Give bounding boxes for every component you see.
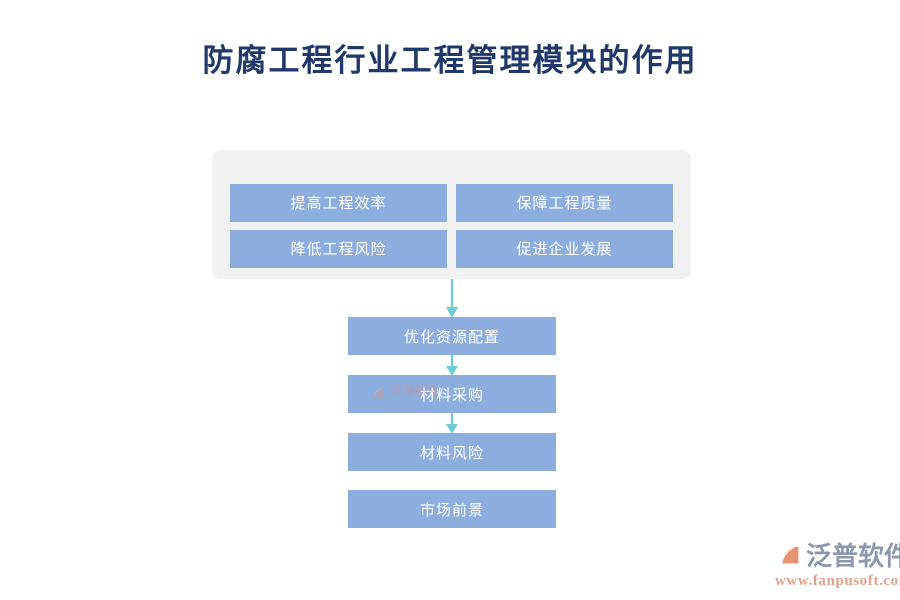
top-group-panel: 提高工程效率 保障工程质量 降低工程风险 促进企业发展 (212, 150, 691, 279)
arrow-down-icon (446, 413, 458, 434)
node-optimize-resource-allocation[interactable]: 优化资源配置 (348, 317, 556, 355)
node-promote-development[interactable]: 促进企业发展 (456, 230, 673, 268)
node-reduce-risk[interactable]: 降低工程风险 (230, 230, 447, 268)
top-group-grid: 提高工程效率 保障工程质量 降低工程风险 促进企业发展 (230, 184, 673, 268)
node-market-prospect[interactable]: 市场前景 (348, 490, 556, 528)
brand-logo-name: 泛普软件 (806, 541, 900, 571)
fanpu-logo-icon (774, 542, 799, 570)
brand-logo-url: www.fanpusoft.com (775, 573, 900, 589)
page-title: 防腐工程行业工程管理模块的作用 (202, 43, 698, 78)
brand-logo: 泛普软件 www.fanpusoft.com (773, 540, 900, 592)
node-material-risk[interactable]: 材料风险 (348, 433, 556, 471)
node-improve-efficiency[interactable]: 提高工程效率 (230, 184, 447, 222)
node-material-procurement[interactable]: 材料采购 (348, 375, 556, 413)
brand-logo-row: 泛普软件 (773, 540, 900, 572)
arrow-down-icon (446, 279, 458, 318)
node-ensure-quality[interactable]: 保障工程质量 (456, 184, 673, 222)
arrow-down-icon (446, 355, 458, 376)
